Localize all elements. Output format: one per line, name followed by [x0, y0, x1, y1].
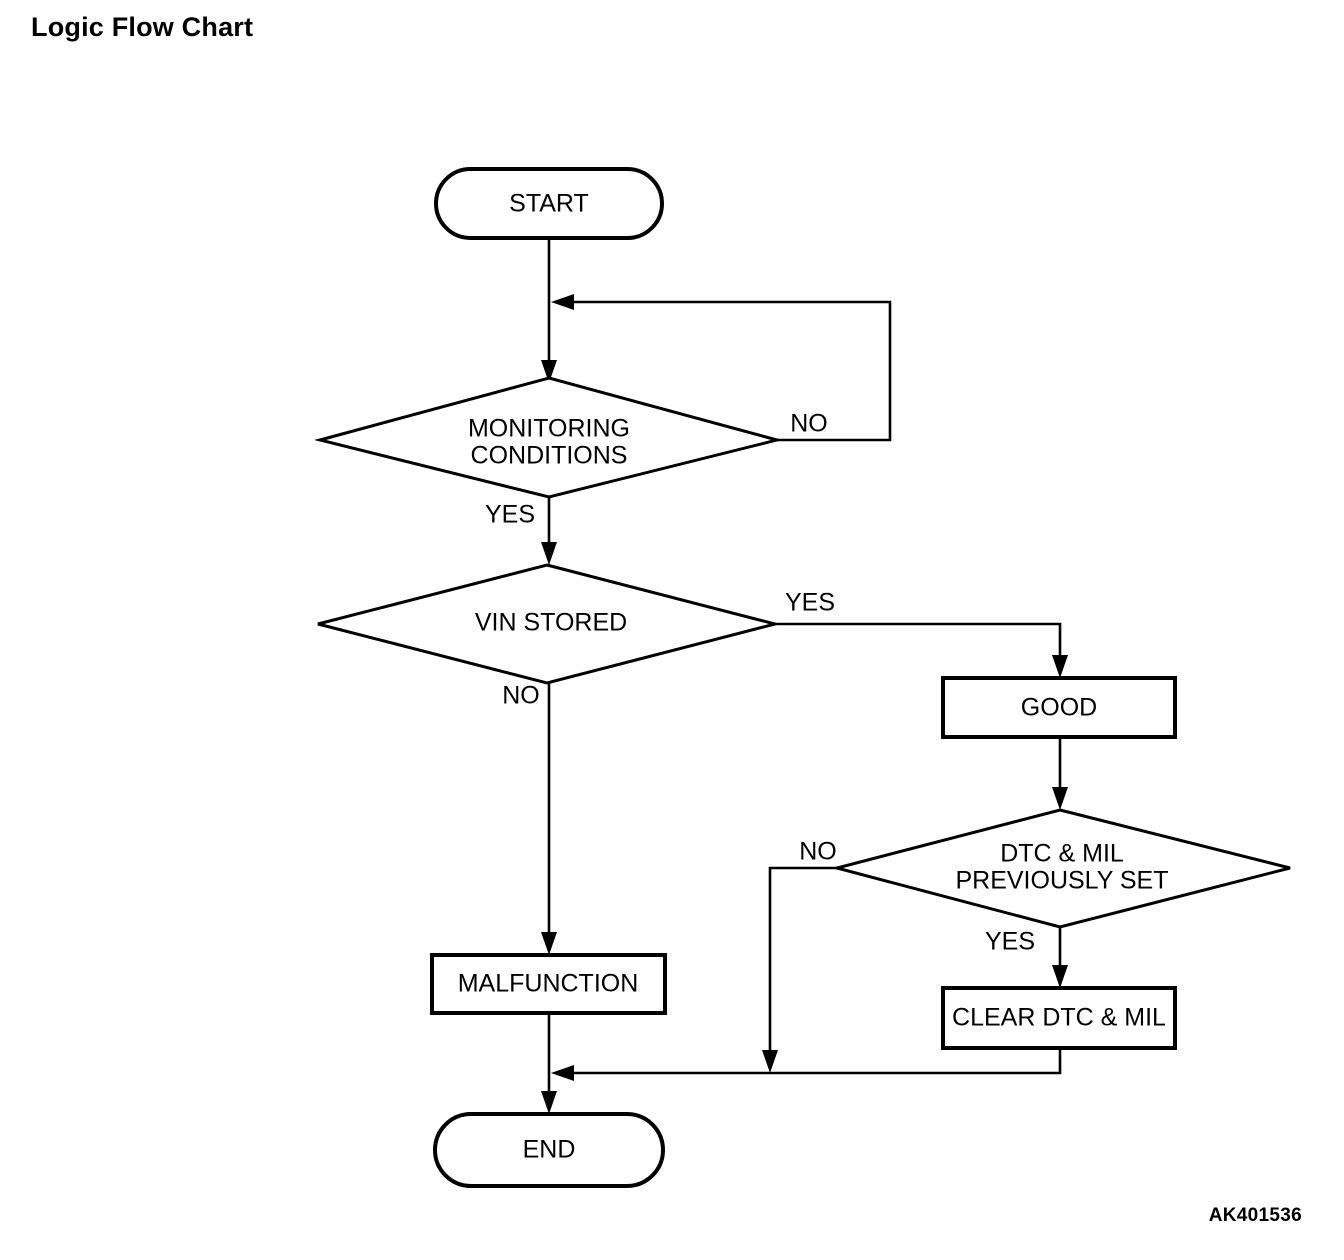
edge-start-to-monitoring [541, 238, 557, 383]
node-vin-stored[interactable]: VIN STORED [317, 563, 781, 685]
edge-malfunction-to-end [541, 1013, 557, 1114]
node-end[interactable]: END [433, 1112, 665, 1188]
node-clear-dtc-mil-label: CLEAR DTC & MIL [952, 1004, 1166, 1032]
edge-monitoring-yes-to-vin [541, 497, 557, 565]
node-dtc-mil-previously-set[interactable]: DTC & MIL PREVIOUSLY SET [831, 808, 1291, 929]
edge-label-monitoring-no: NO [790, 410, 828, 438]
edge-vin-yes-to-good [775, 622, 1068, 678]
edge-label-vin-no: NO [502, 682, 540, 710]
edge-label-dtcmil-yes: YES [985, 928, 1035, 956]
node-dtcmil-label-line1: DTC & MIL [1000, 840, 1124, 868]
node-good[interactable]: GOOD [941, 676, 1177, 739]
edge-dtcmil-no-to-end [762, 866, 837, 1073]
node-start-label: START [509, 190, 589, 218]
node-end-label: END [523, 1136, 576, 1164]
node-malfunction-label: MALFUNCTION [458, 970, 639, 998]
node-malfunction[interactable]: MALFUNCTION [430, 953, 667, 1015]
edge-label-vin-yes: YES [785, 589, 835, 617]
edge-label-monitoring-yes: YES [485, 501, 535, 529]
node-monitoring-label-line1: MONITORING [468, 415, 630, 443]
node-good-label: GOOD [1021, 694, 1097, 722]
node-vin-stored-label: VIN STORED [475, 609, 627, 637]
edge-clear-to-end [551, 1048, 1062, 1081]
edge-monitoring-no-loop [551, 294, 892, 442]
edge-good-to-dtcmil [1052, 737, 1068, 810]
edge-label-dtcmil-no: NO [799, 838, 837, 866]
node-clear-dtc-mil[interactable]: CLEAR DTC & MIL [941, 986, 1177, 1050]
edge-dtcmil-yes-to-clear [1052, 927, 1068, 988]
node-dtcmil-label-line2: PREVIOUSLY SET [955, 867, 1168, 895]
node-start[interactable]: START [434, 167, 664, 240]
edge-vin-no-to-malfunction [541, 683, 557, 955]
figure-code: AK401536 [1208, 1205, 1302, 1226]
node-monitoring-label-line2: CONDITIONS [471, 442, 628, 470]
node-monitoring-conditions[interactable]: MONITORING CONDITIONS [314, 376, 783, 499]
page-title: Logic Flow Chart [31, 12, 254, 42]
